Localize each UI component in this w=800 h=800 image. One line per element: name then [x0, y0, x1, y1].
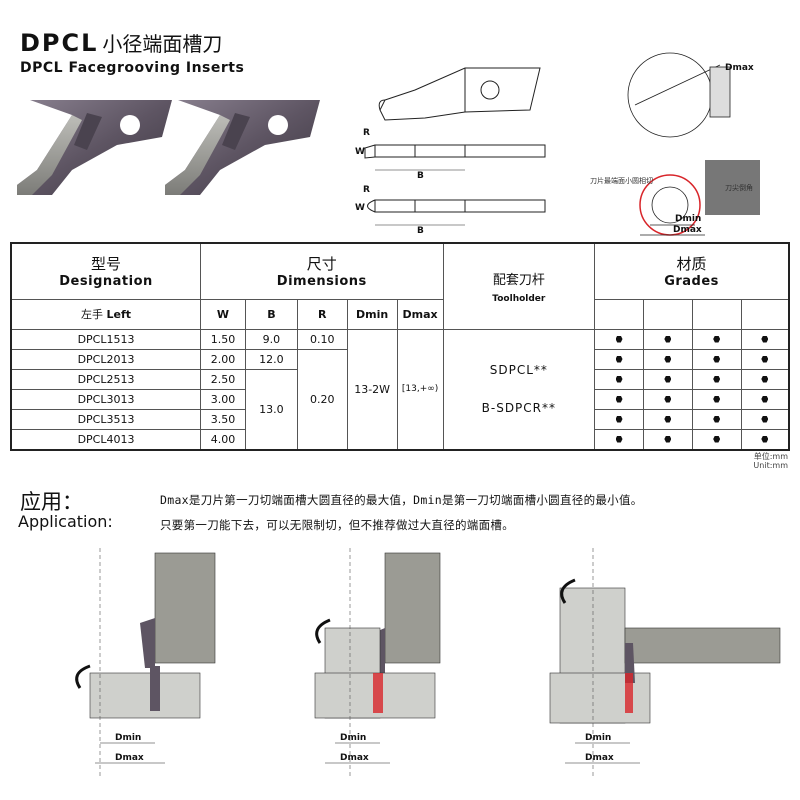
dmax-label-3: Dmax: [585, 753, 614, 763]
grade-col-2: [642, 298, 693, 330]
dmax-label-2: Dmax: [340, 753, 369, 763]
dmax-dmin-diagram: Dmax Dmin Dmax 刀片最端面小圆相切 刀尖倒角: [590, 52, 760, 236]
dimensions-header: 尺寸 Dimensions: [200, 242, 444, 300]
grade-col-1: [594, 298, 644, 330]
col-b: B: [244, 298, 298, 330]
b-label-2: B: [417, 226, 424, 235]
grade-dot: [664, 375, 672, 383]
grade-dot: [615, 415, 623, 423]
grade-dot: [664, 435, 672, 443]
w-label-2: W: [355, 203, 365, 213]
b-label-1: B: [417, 171, 424, 181]
grade-dot: [664, 355, 672, 363]
dmax-label-diagram: Dmax: [673, 225, 702, 235]
grade-dot: [664, 395, 672, 403]
table-row: DPCL3013 3.00: [10, 388, 790, 410]
grade-col-4: [740, 298, 790, 330]
page-title: DPCL 小径端面槽刀: [20, 28, 222, 57]
r-label-2: R: [363, 185, 370, 195]
grades-header: 材质 Grades: [594, 242, 790, 300]
note-cn2: 刀尖倒角: [725, 183, 753, 192]
grade-dot: [761, 375, 769, 383]
insert-photo-1: [17, 100, 172, 195]
dmin-label-2: Dmin: [340, 733, 366, 743]
title-cn: 小径端面槽刀: [102, 32, 223, 56]
table-row: DPCL4013 4.00: [10, 428, 790, 450]
dmax-cell: [13,+∞): [396, 328, 444, 450]
grade-dot: [615, 335, 623, 343]
grade-dot: [713, 415, 721, 423]
grade-dot: [615, 395, 623, 403]
grade-dot: [713, 355, 721, 363]
application-label-en: Application:: [18, 512, 113, 531]
insert-photo-2: [165, 100, 320, 195]
designation-header: 型号 Designation: [10, 242, 202, 300]
col-dmax: Dmax: [396, 298, 444, 330]
grade-dot: [615, 355, 623, 363]
grade-col-3: [691, 298, 742, 330]
w-label-1: W: [355, 147, 365, 157]
r-label-1: R: [363, 128, 370, 138]
grade-dot: [615, 435, 623, 443]
dmin-cell: 13-2W: [346, 328, 398, 450]
hand-header: 左手 Left: [10, 298, 202, 330]
product-code: DPCL: [20, 29, 99, 57]
grade-dot: [761, 435, 769, 443]
insert-line-drawings: R W B R W B: [355, 67, 546, 235]
application-text-1: Dmax是刀片第一刀切端面槽大圆直径的最大值，Dmin是第一刀切端面槽小圆直径的…: [160, 493, 643, 507]
unit-note: 单位:mm Unit:mm: [753, 452, 788, 470]
table-row: DPCL3513 3.50: [10, 408, 790, 430]
application-text-2: 只要第一刀能下去，可以无限制切，但不推荐做过大直径的端面槽。: [160, 518, 514, 532]
grade-dot: [664, 415, 672, 423]
grade-dot: [664, 335, 672, 343]
grade-dot: [761, 415, 769, 423]
table-row: DPCL2513 2.50 13.0: [10, 368, 790, 450]
toolholder-cell: SDPCL** B-SDPCR**: [442, 328, 596, 450]
application-scene-3: Dmin Dmax: [549, 548, 781, 778]
grade-dot: [615, 375, 623, 383]
application-scene-2: Dmin Dmax: [314, 548, 441, 778]
col-r: R: [296, 298, 348, 330]
grade-dot: [713, 395, 721, 403]
dmin-label-diagram: Dmin: [675, 214, 701, 224]
grade-dot: [761, 395, 769, 403]
note-cn1: 刀片最端面小圆相切: [590, 176, 653, 185]
col-w: W: [200, 298, 246, 330]
grade-dot: [761, 355, 769, 363]
grade-dot: [713, 335, 721, 343]
spec-table: 型号 Designation 尺寸 Dimensions 配套刀杆 Toolho…: [10, 242, 790, 451]
grade-dot: [761, 335, 769, 343]
dmin-label-3: Dmin: [585, 733, 611, 743]
table-row: DPCL1513 1.50 9.0 0.10 13-2W [13,+∞) SDP…: [10, 328, 790, 450]
application-scene-1: Dmin Dmax: [75, 548, 216, 778]
dmax-label-1: Dmax: [115, 753, 144, 763]
toolholder-header: 配套刀杆 Toolholder: [442, 242, 596, 330]
title-en: DPCL Facegrooving Inserts: [20, 60, 245, 76]
dmax-label-top: Dmax: [725, 63, 754, 73]
col-dmin: Dmin: [346, 298, 398, 330]
grade-dot: [713, 435, 721, 443]
grade-dot: [713, 375, 721, 383]
dmin-label-1: Dmin: [115, 733, 141, 743]
application-label-cn: 应用：: [20, 490, 83, 514]
